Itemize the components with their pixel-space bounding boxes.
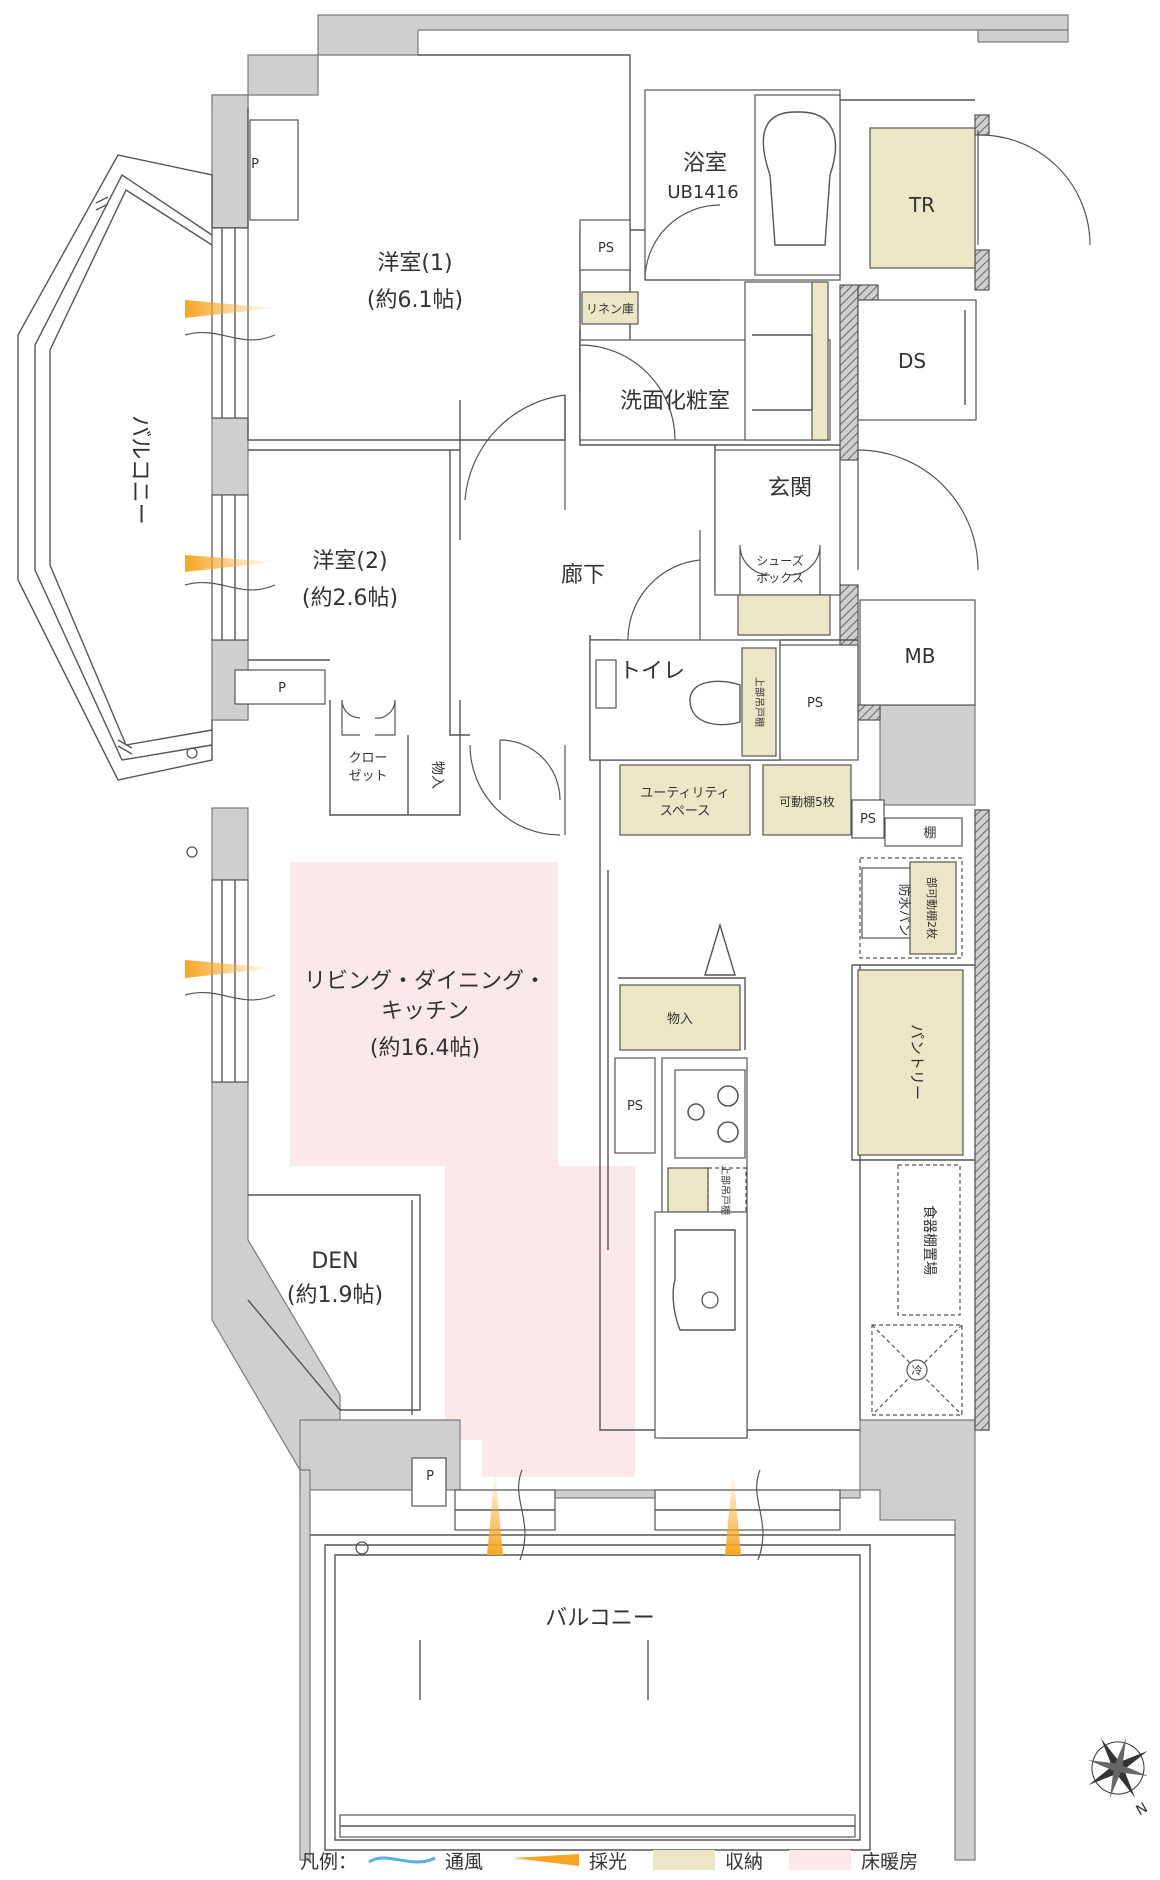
upper-shelf-label: 部可動棚2枚 [925,877,939,939]
utility-l2: スペース [660,804,710,819]
ds-label: DS [898,349,926,373]
bath-name: 浴室 [683,151,727,176]
storage-closet: 物入 [429,761,445,789]
fixture-labels: TR DS MB PS PS PS PS P P P リネン庫 シューズ ボック… [251,157,939,1484]
doors [341,130,1091,976]
entrance-label: 玄関 [768,476,812,501]
utility-l1: ユーティリティ [640,786,729,801]
pantry-label: パントリー [908,1024,926,1100]
den-name: DEN [311,1249,358,1274]
interior-walls [211,54,977,1507]
balcony-bottom-label: バルコニー [545,1606,655,1631]
corridor-label: 廊下 [561,563,605,588]
closet-l1: クロー [348,751,387,766]
legend-storage: 収納 [725,1850,764,1873]
ldk-size: (約16.4帖) [370,1036,480,1061]
dish-shelf-label: 食器棚置場 [921,1205,938,1275]
shoebox-l2: ボックス [756,571,804,585]
legend-label: 凡例： [300,1850,358,1873]
ps-bath: PS [598,241,614,256]
ps-kitchen: PS [627,1099,643,1114]
daylight-legend-icon [513,1854,580,1866]
shelf-label: 棚 [923,826,936,841]
ps-utility: PS [860,812,876,827]
legend-daylight: 採光 [589,1850,628,1873]
western2-size: (約2.6帖) [302,586,398,611]
storage-legend-swatch [653,1850,716,1870]
closet-l2: ゼット [348,769,387,784]
western1-size: (約6.1帖) [367,288,463,313]
ldk-line2: キッチン [381,999,469,1024]
upper-cabinet-toilet: 上部吊戸棚 [753,677,766,727]
mb-label: MB [905,644,936,668]
floor-heating-area [290,862,635,1477]
compass-north: N [1133,1800,1150,1819]
ventilation-legend-icon [368,1856,436,1864]
legend-floor-heating: 床暖房 [861,1850,919,1873]
ldk-line1: リビング・ダイニング・ [304,969,546,994]
p-room1: P [251,157,259,172]
western1-name: 洋室(1) [377,251,452,276]
left-balcony [17,154,213,858]
p-room2: P [278,681,286,696]
fridge-label: 冷 [912,1364,923,1377]
ps-toilet: PS [807,696,823,711]
waterproof-pan-label: 防水パン [896,884,912,937]
storage-kitchen: 物入 [667,1012,693,1027]
bath-size: UB1416 [667,182,738,203]
tr-label: TR [908,193,935,217]
balcony-left-label: バルコニー [127,415,152,525]
floor-heating-legend-swatch [789,1850,852,1870]
shelves5-label: 可動棚5枚 [779,794,835,809]
legend: 凡例： 通風 採光 収納 床暖房 [300,1848,919,1873]
shoebox-l1: シューズ [756,553,803,568]
western2-name: 洋室(2) [312,549,387,574]
toilet-label: トイレ [619,659,685,684]
p-ldk: P [426,1469,434,1484]
legend-ventilation: 通風 [445,1850,484,1873]
washroom-label: 洗面化粧室 [620,389,730,414]
den-size: (約1.9帖) [287,1283,383,1308]
bottom-balcony [310,1489,955,1851]
room-labels: 洋室(1) (約6.1帖) 洋室(2) (約2.6帖) リビング・ダイニング・ … [127,151,812,1631]
ventilation-marks [184,300,764,1561]
compass-rose: N [1087,1737,1151,1819]
linen-label: リネン庫 [586,302,634,316]
upper-cabinet-kitchen: 上部吊戸棚 [719,1165,732,1215]
